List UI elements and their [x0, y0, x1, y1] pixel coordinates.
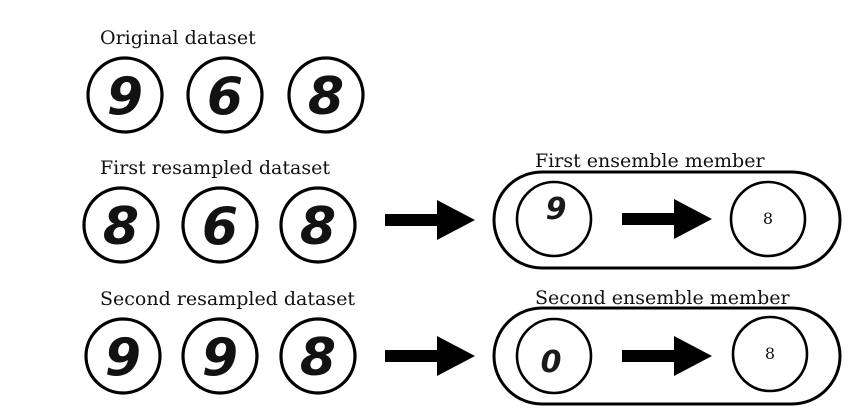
digit-image: 6 — [181, 186, 259, 264]
svg-text:6: 6 — [202, 197, 238, 257]
member-prediction: 8 — [731, 315, 809, 393]
digit-image: 9 — [181, 317, 259, 395]
svg-text:8: 8 — [765, 344, 775, 363]
digit-image: 9 — [86, 56, 164, 134]
digit-image: 8 — [279, 186, 357, 264]
second-resampled-dataset-row: 9 9 8 — [84, 317, 357, 395]
right-arrow-icon — [622, 336, 712, 376]
digit-image: 8 — [82, 186, 160, 264]
svg-text:8: 8 — [300, 328, 336, 388]
second-ensemble-member-label: Second ensemble member — [535, 287, 790, 309]
second-resampled-dataset-label: Second resampled dataset — [100, 288, 355, 310]
svg-text:8: 8 — [308, 67, 344, 127]
svg-text:8: 8 — [763, 209, 773, 228]
right-arrow-icon — [385, 336, 475, 376]
first-ensemble-member: 9 8 — [492, 170, 842, 270]
svg-text:9: 9 — [546, 192, 567, 227]
second-ensemble-member: 0 8 — [492, 306, 842, 406]
svg-text:8: 8 — [300, 197, 336, 257]
svg-text:0: 0 — [541, 345, 562, 380]
right-arrow-icon — [622, 199, 712, 239]
digit-image: 8 — [279, 317, 357, 395]
svg-text:9: 9 — [202, 328, 238, 388]
first-resampled-dataset-row: 8 6 8 — [82, 186, 357, 264]
svg-text:9: 9 — [105, 328, 141, 388]
digit-image: 8 — [287, 56, 365, 134]
ensemble-member-container — [492, 170, 842, 270]
original-dataset-label: Original dataset — [100, 27, 256, 49]
digit-image: 6 — [186, 56, 264, 134]
member-input-digit: 0 — [515, 317, 593, 395]
first-ensemble-member-label: First ensemble member — [535, 150, 765, 172]
member-input-digit: 9 — [515, 180, 593, 258]
svg-text:8: 8 — [103, 197, 139, 257]
original-dataset-row: 9 6 8 — [86, 56, 365, 134]
digit-image: 9 — [84, 317, 162, 395]
right-arrow-icon — [385, 200, 475, 240]
ensemble-member-container — [492, 306, 842, 406]
first-resampled-dataset-label: First resampled dataset — [100, 157, 330, 179]
member-prediction: 8 — [729, 180, 807, 258]
svg-text:6: 6 — [207, 67, 243, 127]
svg-text:9: 9 — [107, 67, 143, 127]
